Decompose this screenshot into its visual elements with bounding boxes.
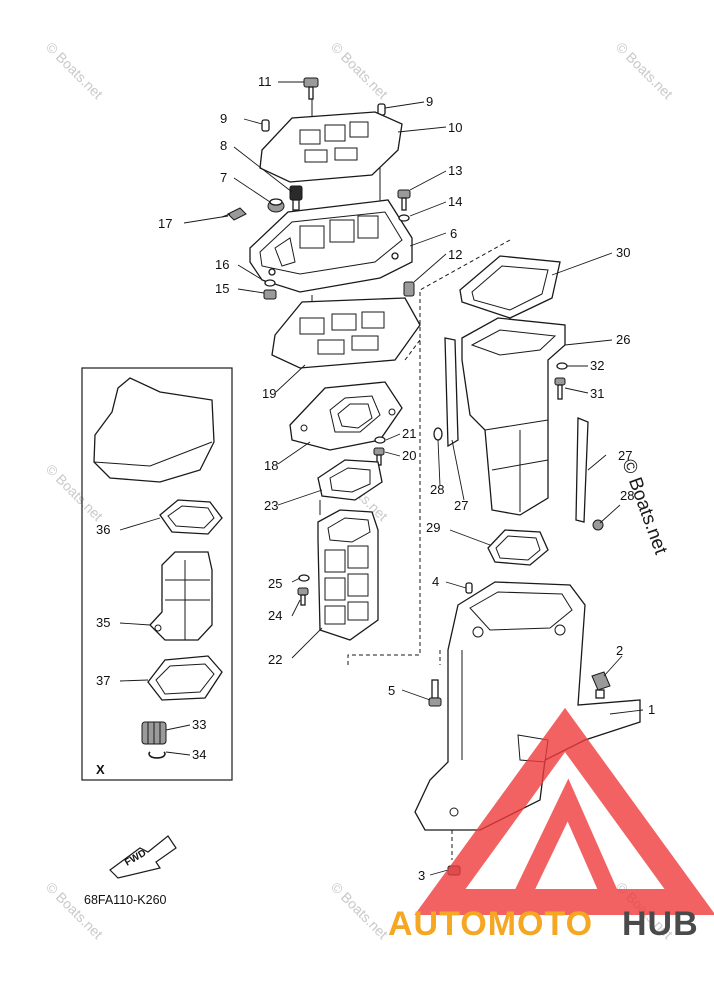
part-4-dowel xyxy=(465,582,473,594)
callout-29: 29 xyxy=(426,520,440,535)
callout-1: 1 xyxy=(648,702,655,717)
part-2-grommet xyxy=(591,671,611,699)
watermark: © Boats.net xyxy=(328,39,391,102)
part-5-bolt xyxy=(428,679,442,707)
callout-2: 2 xyxy=(616,643,623,658)
part-29-seal xyxy=(487,529,549,566)
part-18-exhaust-manifold xyxy=(289,381,403,451)
part-17-nipple xyxy=(221,207,247,221)
part-22-exhaust-pipe xyxy=(317,509,379,641)
part-26-muffler xyxy=(461,317,566,516)
diagram-code: 68FA110-K260 xyxy=(84,893,167,907)
callout-9: 9 xyxy=(220,111,227,126)
callout-10: 10 xyxy=(448,120,462,135)
automotohub-logo: AUTOMOTO HUB xyxy=(388,707,714,943)
part-11-bolt xyxy=(303,77,319,100)
callout-labels: 1 2 3 4 5 6 7 8 9 9 10 11 12 13 14 15 16… xyxy=(96,74,655,883)
callout-36: 36 xyxy=(96,522,110,537)
callout-6: 6 xyxy=(450,226,457,241)
part-6-exhaust-guide xyxy=(249,199,413,293)
callout-11: 11 xyxy=(258,74,272,89)
part-16-washer xyxy=(264,279,276,287)
inset-label: X xyxy=(96,762,105,777)
part-36-seal xyxy=(159,499,223,535)
part-27-seal-strip xyxy=(444,337,589,523)
watermark: © Boats.net xyxy=(43,461,106,524)
logo-text-auto: AUTOMOTO xyxy=(388,905,593,943)
part-31-bolt xyxy=(554,377,566,400)
callout-35: 35 xyxy=(96,615,110,630)
callout-20: 20 xyxy=(402,448,416,463)
callout-25: 25 xyxy=(268,576,282,591)
part-23-gasket xyxy=(317,459,383,501)
callout-23: 23 xyxy=(264,498,278,513)
callout-13: 13 xyxy=(448,163,462,178)
part-37-seal xyxy=(147,655,223,701)
callout-4: 4 xyxy=(432,574,439,589)
callout-37: 37 xyxy=(96,673,110,688)
callout-30: 30 xyxy=(616,245,630,260)
fwd-arrow-icon: FWD xyxy=(109,835,177,879)
logo-text-hub: HUB xyxy=(622,905,699,943)
logo-triangle-icon xyxy=(414,707,714,915)
callout-3: 3 xyxy=(418,868,425,883)
part-10-gasket xyxy=(259,111,403,183)
watermark-large: © Boats.net xyxy=(617,457,671,558)
part-21-washer xyxy=(374,436,386,444)
part-15-nut xyxy=(263,289,277,300)
part-25-washer xyxy=(298,574,310,582)
inset-view-x: X xyxy=(81,367,233,781)
watermark: © Boats.net xyxy=(328,879,391,942)
part-33-bushing xyxy=(141,721,167,745)
callout-27: 27 xyxy=(618,448,632,463)
callout-26: 26 xyxy=(616,332,630,347)
callout-24: 24 xyxy=(268,608,282,623)
callout-14: 14 xyxy=(448,194,462,209)
part-32-washer xyxy=(556,362,568,370)
watermark: © Boats.net xyxy=(43,879,106,942)
callout-17: 17 xyxy=(158,216,172,231)
callout-31: 31 xyxy=(590,386,604,401)
callout-12: 12 xyxy=(448,247,462,262)
part-8-fitting xyxy=(289,185,303,211)
callout-19: 19 xyxy=(262,386,276,401)
callout-34: 34 xyxy=(192,747,206,762)
part-34-circlip xyxy=(148,751,166,759)
part-13-bolt xyxy=(397,189,411,211)
callout-28: 28 xyxy=(430,482,444,497)
callout-18: 18 xyxy=(264,458,278,473)
part-19-gasket xyxy=(271,297,421,369)
callout-32: 32 xyxy=(590,358,604,373)
part-9-dowel xyxy=(261,103,386,132)
cowling-outline xyxy=(93,377,215,483)
watermark: © Boats.net xyxy=(43,39,106,102)
callout-9: 9 xyxy=(426,94,433,109)
part-35-muffler xyxy=(149,551,213,641)
leader-lines xyxy=(183,81,644,876)
callout-8: 8 xyxy=(220,138,227,153)
part-30-gasket xyxy=(459,255,561,319)
callout-16: 16 xyxy=(215,257,229,272)
callout-27: 27 xyxy=(454,498,468,513)
callout-15: 15 xyxy=(215,281,229,296)
part-24-bolt xyxy=(297,587,309,606)
watermark: © Boats.net xyxy=(613,39,676,102)
part-7-plug xyxy=(267,198,285,213)
part-28-grommet xyxy=(433,427,443,441)
callout-22: 22 xyxy=(268,652,282,667)
callout-28: 28 xyxy=(620,488,634,503)
part-12-bolt xyxy=(403,281,415,297)
callout-33: 33 xyxy=(192,717,206,732)
callout-5: 5 xyxy=(388,683,395,698)
part-14-washer xyxy=(398,214,410,222)
callout-21: 21 xyxy=(402,426,416,441)
callout-7: 7 xyxy=(220,170,227,185)
